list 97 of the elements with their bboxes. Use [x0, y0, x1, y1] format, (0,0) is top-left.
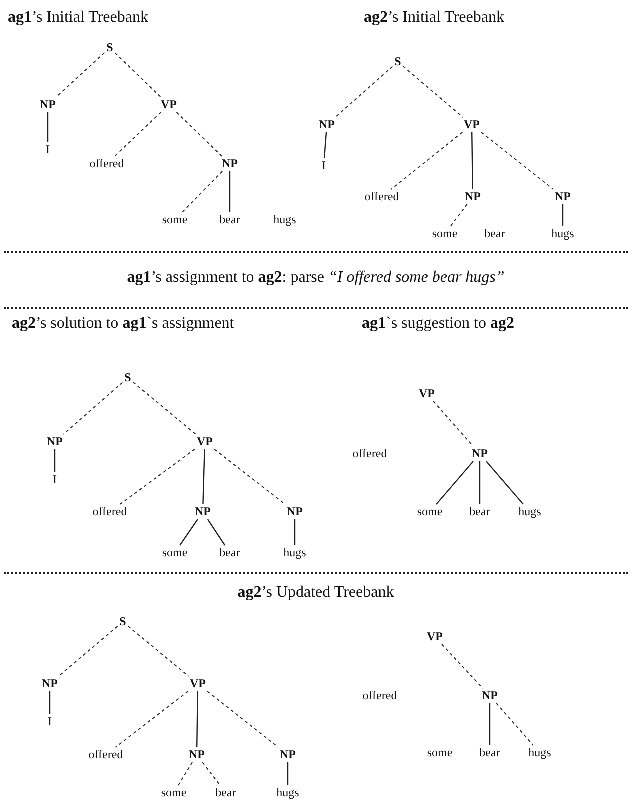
word-label: bear: [214, 786, 238, 800]
phrase-label: NP: [194, 506, 212, 518]
tree-branch: [496, 703, 534, 746]
tree-branch: [63, 382, 124, 435]
phrase-label: NP: [221, 158, 239, 170]
tree-branch: [196, 692, 198, 748]
tree-branch: [58, 626, 118, 677]
tree-branch: [47, 112, 49, 142]
word-label: offered: [88, 158, 126, 170]
word-label: some: [160, 786, 188, 800]
tree-branch: [442, 644, 484, 689]
phrase-label: NP: [279, 748, 297, 762]
tree-branch: [178, 762, 193, 786]
tree-branch: [562, 204, 564, 226]
tree-branch: [49, 692, 51, 714]
word-label: offered: [352, 448, 388, 460]
phrase-label: NP: [481, 690, 499, 702]
tree-branch: [182, 171, 224, 213]
panel-heading: ag1’s Initial Treebank: [8, 8, 148, 27]
word-label: bear: [484, 228, 506, 240]
tree-branch: [207, 691, 279, 748]
phrase-label: NP: [286, 506, 304, 518]
phrase-label: S: [394, 56, 402, 68]
phrase-label: S: [106, 42, 114, 54]
phrase-label: VP: [160, 98, 178, 112]
phrase-label: VP: [426, 630, 444, 644]
tree-branch: [486, 461, 524, 505]
word-label: I: [52, 474, 58, 486]
word-label: some: [416, 506, 444, 518]
word-label: some: [161, 214, 189, 226]
word-label: offered: [362, 690, 398, 702]
tree-branch: [433, 401, 474, 447]
word-label: hugs: [282, 546, 308, 560]
tree-branch: [128, 626, 190, 677]
word-label: I: [47, 716, 53, 728]
panel-heading: ag1`s suggestion to ag2: [362, 314, 514, 333]
word-label: offered: [92, 506, 128, 518]
panel-heading: ag2’s Updated Treebank: [238, 584, 394, 601]
tree-branch: [390, 132, 464, 190]
tree-branch: [472, 132, 474, 190]
tree-branch: [436, 461, 474, 505]
word-label: I: [321, 160, 327, 172]
word-label: hugs: [550, 228, 576, 240]
word-label: bear: [218, 214, 242, 226]
tree-branch: [450, 204, 468, 227]
word-label: hugs: [518, 506, 542, 518]
phrase-label: NP: [188, 748, 206, 762]
phrase-label: VP: [463, 118, 481, 132]
tree-branch: [229, 172, 231, 212]
word-label: offered: [88, 748, 124, 762]
tree-branch: [335, 66, 394, 118]
tree-branch: [287, 762, 289, 786]
phrase-label: VP: [418, 388, 436, 400]
phrase-label: NP: [554, 190, 572, 204]
tree-branch: [489, 704, 491, 746]
tree-branch: [180, 519, 198, 546]
assignment-text: ag1’s assignment to ag2: parse “I offered some bear hugs”: [127, 269, 505, 286]
phrase-label: NP: [318, 118, 336, 132]
phrase-label: NP: [464, 190, 482, 204]
tree-branch: [294, 520, 296, 546]
word-label: hugs: [276, 786, 300, 800]
tree-branch: [115, 691, 189, 748]
tree-branch: [202, 762, 221, 786]
tree-branch: [120, 448, 196, 505]
phrase-label: VP: [196, 436, 214, 448]
phrase-label: S: [124, 372, 132, 384]
phrase-label: NP: [39, 98, 57, 112]
phrase-label: NP: [471, 448, 489, 460]
tree-branch: [132, 382, 196, 435]
tree-branch: [176, 112, 223, 157]
word-label: I: [45, 144, 51, 156]
word-label: bear: [478, 746, 502, 760]
phrase-label: NP: [46, 436, 64, 448]
phrase-label: S: [118, 616, 128, 628]
tree-branch: [114, 112, 162, 157]
tree-branch: [479, 462, 481, 504]
word-label: hugs: [528, 746, 552, 760]
tree-branch: [324, 132, 328, 159]
word-label: bear: [468, 506, 492, 518]
word-label: offered: [364, 190, 400, 204]
word-label: some: [431, 228, 459, 240]
tree-branch: [214, 449, 286, 505]
tree-branch: [202, 449, 206, 505]
tree-branch: [481, 132, 554, 190]
tree-branch: [402, 66, 464, 118]
word-label: some: [161, 546, 189, 560]
panel-heading: ag2’s solution to ag1`s assignment: [12, 314, 236, 333]
phrase-label: VP: [189, 678, 207, 690]
phrase-label: NP: [41, 678, 59, 690]
word-label: some: [426, 746, 454, 760]
tree-branch: [114, 52, 162, 98]
tree-branch: [54, 450, 56, 472]
word-label: hugs: [272, 214, 298, 226]
word-label: bear: [218, 546, 242, 560]
tree-branch: [207, 519, 226, 546]
panel-heading: ag2’s Initial Treebank: [364, 8, 504, 27]
tree-branch: [56, 52, 106, 98]
